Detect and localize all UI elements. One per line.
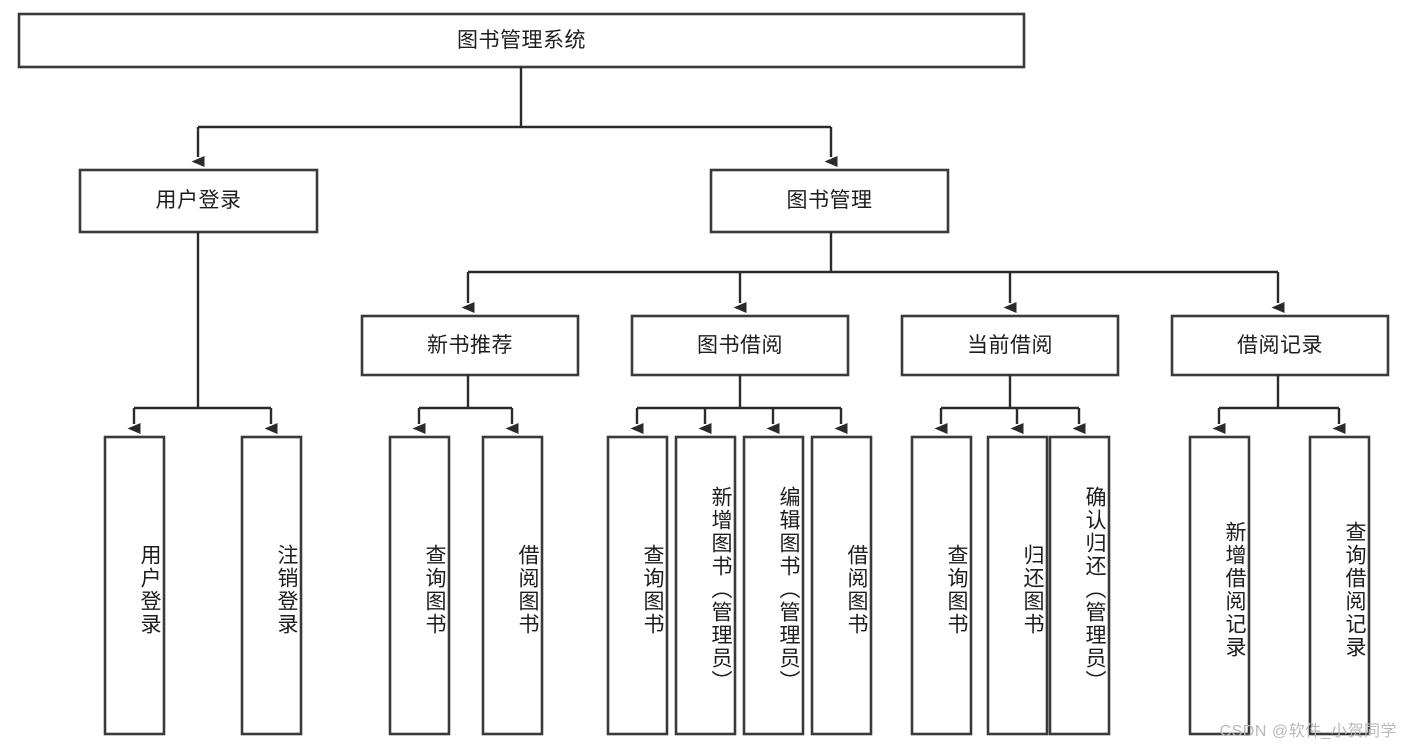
leaf-box-edit-book[interactable] xyxy=(742,435,805,736)
leaf-box-query-book-3[interactable] xyxy=(910,435,973,736)
leaf-box-borrow-book-2[interactable] xyxy=(810,435,873,736)
leaf-box-query-book-1[interactable] xyxy=(388,435,451,736)
leaf-box-logout-login[interactable] xyxy=(240,435,303,736)
leaf-box-add-book[interactable] xyxy=(674,435,737,736)
leaf-box-query-book-2[interactable] xyxy=(606,435,669,736)
leaf-box-borrow-book-1[interactable] xyxy=(481,435,544,736)
node-box-user-login[interactable] xyxy=(78,168,319,234)
leaf-box-add-borrow-record[interactable] xyxy=(1188,435,1251,736)
node-box-current-borrow[interactable] xyxy=(900,314,1120,377)
node-box-borrow-record[interactable] xyxy=(1170,314,1390,377)
leaf-box-return-book[interactable] xyxy=(986,435,1049,736)
leaf-box-query-borrow-record[interactable] xyxy=(1308,435,1371,736)
csdn-watermark: CSDN @软件_小贺同学 xyxy=(1219,723,1397,740)
leaf-box-confirm-return[interactable] xyxy=(1048,435,1111,736)
node-box-book-management[interactable] xyxy=(709,168,950,234)
node-box-root[interactable] xyxy=(17,12,1026,69)
node-box-new-book-recommend[interactable] xyxy=(360,314,580,377)
node-box-book-borrow[interactable] xyxy=(630,314,850,377)
leaf-box-user-login[interactable] xyxy=(103,435,166,736)
